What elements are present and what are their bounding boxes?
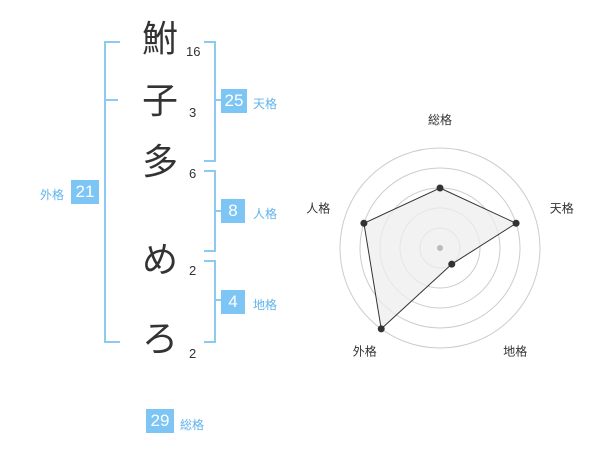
radar-axis-label-2: 天格: [550, 200, 574, 215]
tenkaku-value: 25: [221, 89, 247, 113]
jinkaku-label: 人格: [253, 207, 278, 221]
radar-axis-label-5: 人格: [306, 200, 330, 215]
name-char-3: 多: [141, 142, 178, 183]
radar-point-1: [436, 184, 444, 192]
stroke-count-2: 3: [189, 105, 197, 120]
radar-point-4: [377, 325, 385, 333]
radar-center: [437, 245, 443, 251]
stroke-count-3: 6: [189, 166, 197, 181]
tenkaku-label: 天格: [253, 97, 278, 111]
name-char-5: ろ: [141, 319, 178, 360]
radar-axis-label-4: 外格: [353, 344, 377, 359]
jinkaku-value: 8: [221, 199, 245, 223]
stroke-count-5: 2: [189, 346, 197, 361]
radar-ring-4: [359, 167, 521, 329]
gaikaku-mid-tick: [104, 99, 118, 101]
chikaku-bracket: [204, 260, 216, 343]
gaikaku-bracket: [104, 41, 120, 343]
gaikaku-value: 21: [71, 180, 99, 204]
jinkaku-tick: [214, 210, 222, 212]
stroke-count-1: 16: [186, 44, 201, 59]
name-char-4: め: [141, 240, 178, 281]
radar-point-2: [512, 219, 520, 227]
gaikaku-label: 外格: [40, 188, 65, 202]
tenkaku-bracket: [204, 41, 216, 162]
stroke-count-4: 2: [189, 263, 197, 278]
name-char-1: 鮒: [141, 19, 178, 60]
chikaku-value: 4: [221, 290, 245, 314]
tenkaku-tick: [214, 99, 222, 101]
soukaku-label: 総格: [180, 418, 205, 432]
soukaku-value: 29: [146, 409, 174, 433]
name-char-2: 子: [141, 81, 178, 122]
chikaku-label: 地格: [253, 298, 278, 312]
radar-axis-label-3: 地格: [503, 344, 527, 359]
radar-point-5: [360, 219, 368, 227]
radar-polygon: [363, 187, 518, 330]
radar-ring-5: [339, 147, 541, 349]
radar-point-3: [448, 260, 456, 268]
radar-axis-label-1: 総格: [428, 112, 452, 127]
chikaku-tick: [214, 299, 222, 301]
